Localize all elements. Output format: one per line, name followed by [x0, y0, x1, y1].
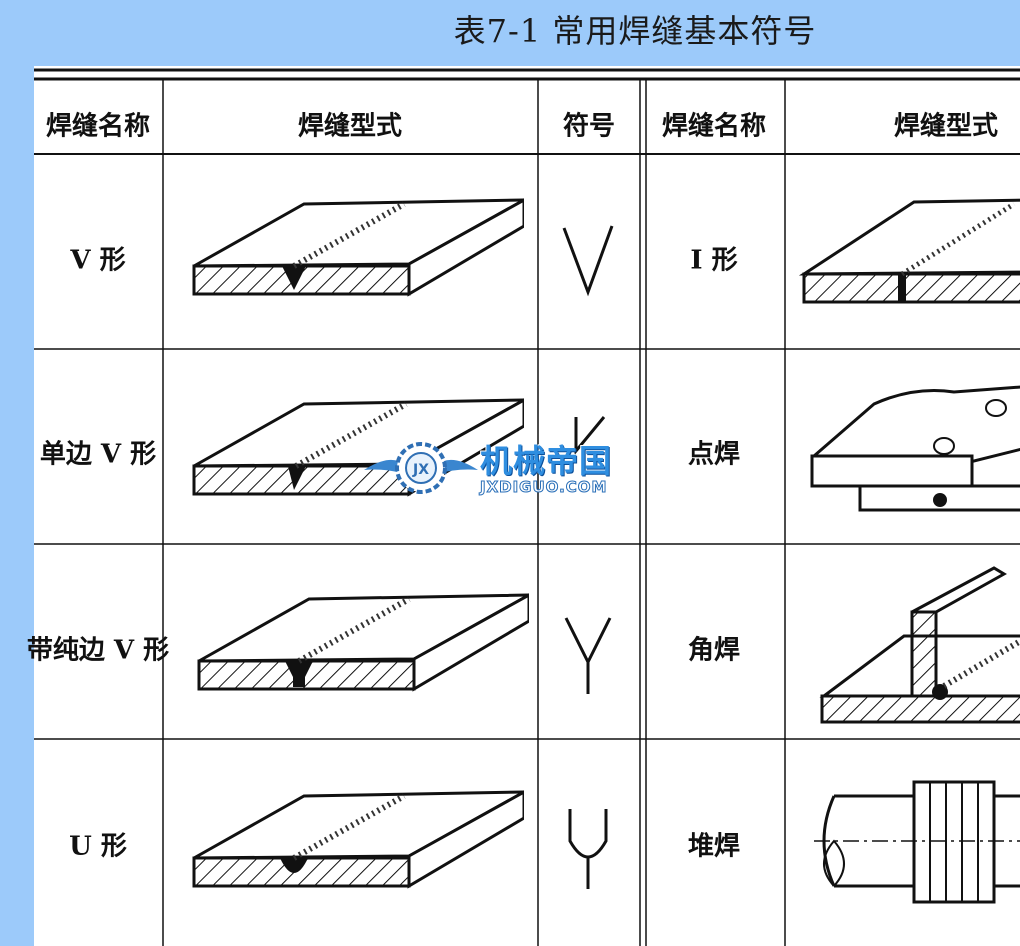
watermark-cn: 机械帝国 — [480, 442, 613, 480]
watermark-en: JXDIGUO.COM — [479, 478, 608, 497]
single-bevel-symbol-icon — [574, 416, 606, 456]
header-left-name: 焊缝名称 — [45, 111, 151, 142]
watermark: JX 机械帝国 JXDIGUO.COM — [362, 432, 662, 502]
gear-logo-icon: JX — [364, 442, 478, 494]
header-right-form: 焊缝型式 — [893, 111, 999, 142]
v-groove-weld-illustration — [192, 198, 524, 297]
table-grid — [34, 68, 1020, 946]
row-name-spot: 点焊 — [687, 439, 741, 470]
header-right-name: 焊缝名称 — [661, 111, 767, 142]
u-groove-weld-illustration — [192, 790, 524, 889]
weld-symbol-table: 焊缝名称 焊缝型式 符号 焊缝名称 焊缝型式 V 形 单边 V 形 带纯边 V … — [27, 66, 1020, 946]
u-symbol-icon — [568, 809, 608, 889]
square-butt-weld-illustration — [798, 198, 1020, 304]
logo-text: JX — [412, 462, 429, 478]
row-name-fillet: 角焊 — [687, 635, 741, 666]
fillet-weld-illustration — [819, 566, 1020, 724]
row-name-i: I 形 — [690, 245, 738, 276]
row-name-v: V 形 — [70, 245, 126, 276]
page-title: 表7-1 常用焊缝基本符号 — [453, 12, 817, 50]
surfacing-weld-illustration — [814, 780, 1020, 904]
y-symbol-icon — [564, 617, 612, 694]
spot-weld-illustration — [810, 385, 1020, 512]
row-name-u: U 形 — [69, 831, 127, 862]
header-left-form: 焊缝型式 — [297, 111, 403, 142]
header-symbol: 符号 — [562, 111, 616, 142]
row-name-single-bevel: 单边 V 形 — [39, 439, 157, 470]
row-name-surfacing: 堆焊 — [687, 831, 741, 862]
v-symbol-icon — [562, 225, 614, 297]
row-name-v-root-face: 带纯边 V 形 — [26, 635, 170, 666]
v-root-face-weld-illustration — [197, 593, 529, 692]
